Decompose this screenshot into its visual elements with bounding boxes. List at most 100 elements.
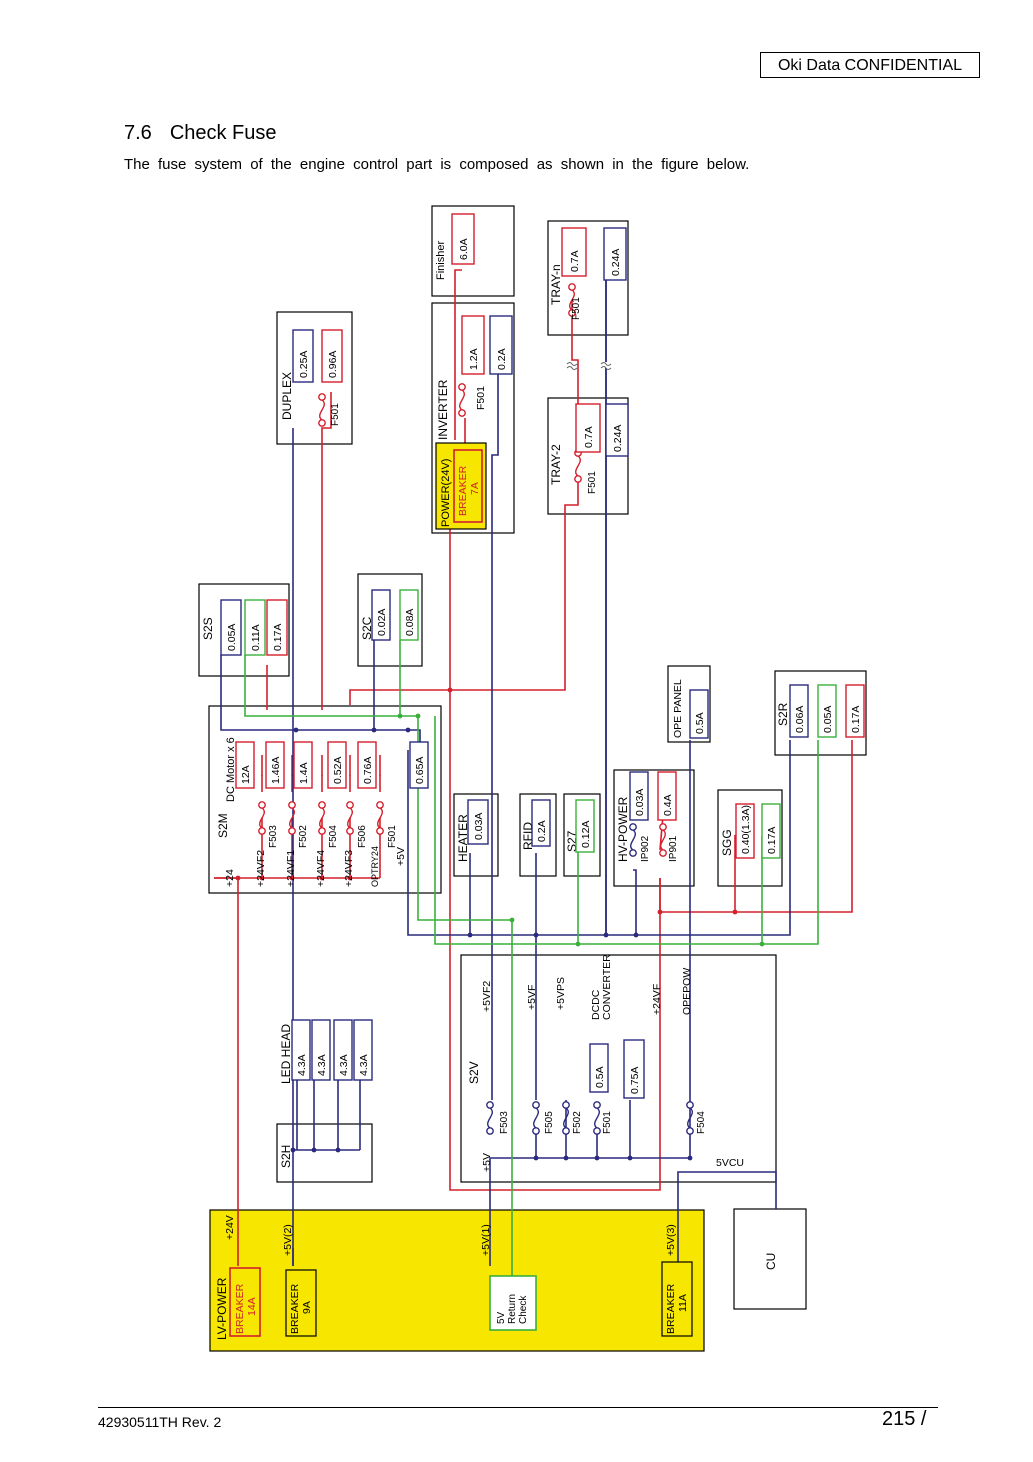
s2m-f501-node-a [376,801,384,809]
s2m-f504-node-a [318,801,326,809]
lvpower-rail-label: +5V(1) [480,1224,492,1256]
lvpower-breaker-11a-label: BREAKER [665,1283,677,1334]
hv-ip902-node-b [629,849,637,857]
s2r-value-3 [845,684,865,738]
s27-value-text: 0.12A [580,821,592,848]
junction-dot [627,1155,633,1161]
hvpower-value-1-text: 0.03A [634,789,646,816]
s2r-value-2 [817,684,837,738]
s2m-value-12a [235,741,255,789]
s2m-f502-symbol [289,807,295,829]
s2s-value-3 [266,599,288,656]
wire-5v1 [489,1157,690,1266]
tray-n-fuse-symbol [569,289,575,311]
junction-dot [405,727,411,733]
inverter-value-2-text: 0.2A [496,348,508,370]
s2m-fuse-name: F503 [268,825,279,848]
junction-dot [509,917,515,923]
junction-dot [397,713,403,719]
s2r-title: S2R [776,702,790,726]
wire-tray-blue [605,259,614,935]
ledhead-value [333,1019,353,1081]
lvpower-rail-label: +5V(2) [282,1224,294,1256]
s2m-value-065 [409,741,429,789]
wire-s2r-red [659,740,853,913]
junction-dot [289,875,295,881]
wire-24v [214,877,239,1266]
hvpower-value-1 [629,771,649,821]
power24-breaker-box [453,449,483,523]
s27-value [575,799,595,853]
lvpower-breaker-9a-rating: 9A [301,1301,313,1314]
s2m-value-14 [293,741,313,789]
s2s-value-2-text: 0.11A [250,624,262,651]
inverter-fuse-node-b [458,409,466,417]
junction-dot [293,727,299,733]
opepanel-value [689,689,709,739]
junction-dot [759,941,765,947]
cu-box [733,1208,807,1310]
sgg-value-1 [735,803,755,859]
s2m-value-052-text: 0.52A [332,757,344,784]
s2v-value-1-text: 0.5A [594,1066,606,1088]
s2m-fuse-name: F506 [357,825,368,848]
tray-n-fuse-name: F501 [571,297,582,320]
s2m-f502-node-b [288,827,296,835]
tray-2-fuse-name: F501 [587,471,598,494]
tray-n-fuse-node-a [568,283,576,291]
tray-2-title: TRAY-2 [549,444,563,485]
s2v-value-2-text: 0.75A [629,1067,641,1094]
junction-dot [311,1147,317,1153]
finisher-fuse-value-text: 6.0A [458,238,470,260]
opepanel-title: OPE PANEL [672,679,684,738]
s2v-rail-label: +5V [481,1153,493,1172]
power24-breaker-rating: 7A [469,482,481,495]
junction-dot [575,941,581,947]
hvpower-value-2-text: 0.4A [662,794,674,816]
s2v-f501-node-a [593,1101,601,1109]
s2v-f505-node-a [532,1101,540,1109]
s2m-f503-node-b [258,827,266,835]
duplex-fuse-node-b [318,419,326,427]
s2v-f501-symbol [594,1107,600,1129]
hv-ip901-node-a [659,823,667,831]
heater-value [467,799,489,845]
confidential-label: Oki Data CONFIDENTIAL [760,52,980,78]
s2s-value-1 [220,599,242,656]
s2m-f503-symbol [259,807,265,829]
wire-inverter-blue [491,360,499,1100]
tray-2-value-1-text: 0.7A [583,426,595,448]
s2m-fuse-name: F504 [328,825,339,848]
s2s-title: S2S [201,617,215,640]
tray-2-value-1 [575,403,601,453]
hv-ip902-node-a [629,823,637,831]
s2v-5vcu-label: 5VCU [716,1157,744,1169]
s2m-rail-label: +5V [395,847,407,866]
s2h-title: S2H [279,1145,293,1168]
junction-dot [371,727,377,733]
power24-breaker-label: BREAKER [457,465,469,516]
s2c-title: S2C [360,616,374,640]
section-title: Check Fuse [169,122,277,144]
s2v-value-1 [589,1043,609,1093]
s2v-f503-node-a [486,1101,494,1109]
finisher-title: Finisher [435,241,447,280]
duplex-value-1-text: 0.25A [298,351,310,378]
lvpower-breaker-11a-rating: 11A [677,1294,689,1312]
wire-duplex-24 [321,392,332,710]
s2m-value-146-text: 1.46A [270,757,282,784]
lvpower-breaker-9a-label: BREAKER [289,1283,301,1334]
s2m-box [208,705,442,894]
tray-2-fuse-node-b [574,475,582,483]
tray-n-title: TRAY-n [549,264,563,305]
s2m-value-076 [357,741,377,789]
opepanel-value-text: 0.5A [694,712,706,734]
junction-dot [335,1147,341,1153]
tray-n-value-1-text: 0.7A [569,250,581,272]
s2v-rail-label: +5VPS [555,977,567,1010]
hvpower-value-2 [657,771,677,821]
junction-dot [415,713,421,719]
s2m-f504-symbol [319,807,325,829]
intro-text: The fuse system of the engine control pa… [124,156,750,173]
